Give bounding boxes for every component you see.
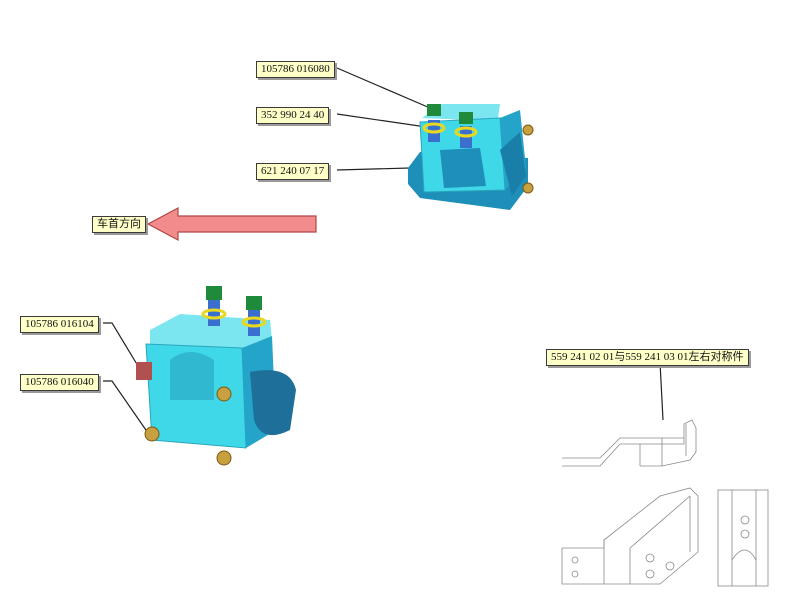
- lower-nut-1: [144, 426, 160, 442]
- top-bolt-2-head: [459, 112, 473, 124]
- lower-nut-3: [216, 450, 232, 466]
- callout-vehicle-front-direction: 车首方向: [92, 216, 146, 233]
- lower-bracket-curved-plate: [250, 370, 296, 436]
- callout-part-105786-016104: 105786 016104: [20, 316, 99, 333]
- lower-bracket-top-face: [150, 314, 272, 350]
- leader-part-d: [103, 322, 139, 367]
- top-bracket-assembly: [408, 104, 534, 210]
- side-view-drawing: [562, 419, 697, 467]
- lower-bracket-assembly: [136, 286, 296, 466]
- leader-part-c: [336, 167, 411, 171]
- vehicle-front-direction-arrow: [146, 207, 317, 241]
- lower-bracket-cylinder: [170, 352, 214, 400]
- leader-part-b: [336, 113, 434, 129]
- top-nut-2: [522, 182, 534, 194]
- lower-bolt-1-head: [206, 286, 222, 300]
- top-nut-1: [522, 124, 534, 136]
- top-bracket-slot: [440, 148, 486, 188]
- lower-washer-2: [241, 316, 267, 328]
- callout-part-105786-016080: 105786 016080: [256, 61, 335, 78]
- lower-bolt-2-shank: [248, 310, 260, 336]
- leader-part-a: [336, 67, 431, 109]
- top-bolt-1-head: [427, 104, 441, 116]
- lower-nut-2: [216, 386, 232, 402]
- leader-part-e: [103, 380, 149, 434]
- lower-washer-1: [201, 308, 227, 320]
- top-bracket-curve: [500, 132, 526, 196]
- callout-part-105786-016040: 105786 016040: [20, 374, 99, 391]
- callout-part-352-990-24-40: 352 990 24 40: [256, 107, 330, 124]
- lower-bolt-2-head: [246, 296, 262, 310]
- lower-plug-red: [136, 362, 152, 380]
- top-washer-2: [454, 126, 478, 138]
- front-view-drawing: [561, 487, 699, 585]
- end-view-drawing: [717, 489, 769, 587]
- leader-lines: [103, 67, 664, 434]
- lower-bolt-1-shank: [208, 300, 220, 326]
- line-drawing-views: [561, 419, 769, 587]
- callout-symmetric-part-note: 559 241 02 01与559 241 03 01左右对称件: [546, 349, 749, 366]
- leader-symmetric: [659, 361, 664, 421]
- callout-part-621-240-07-17: 621 240 07 17: [256, 163, 330, 180]
- top-washer-1: [422, 122, 446, 134]
